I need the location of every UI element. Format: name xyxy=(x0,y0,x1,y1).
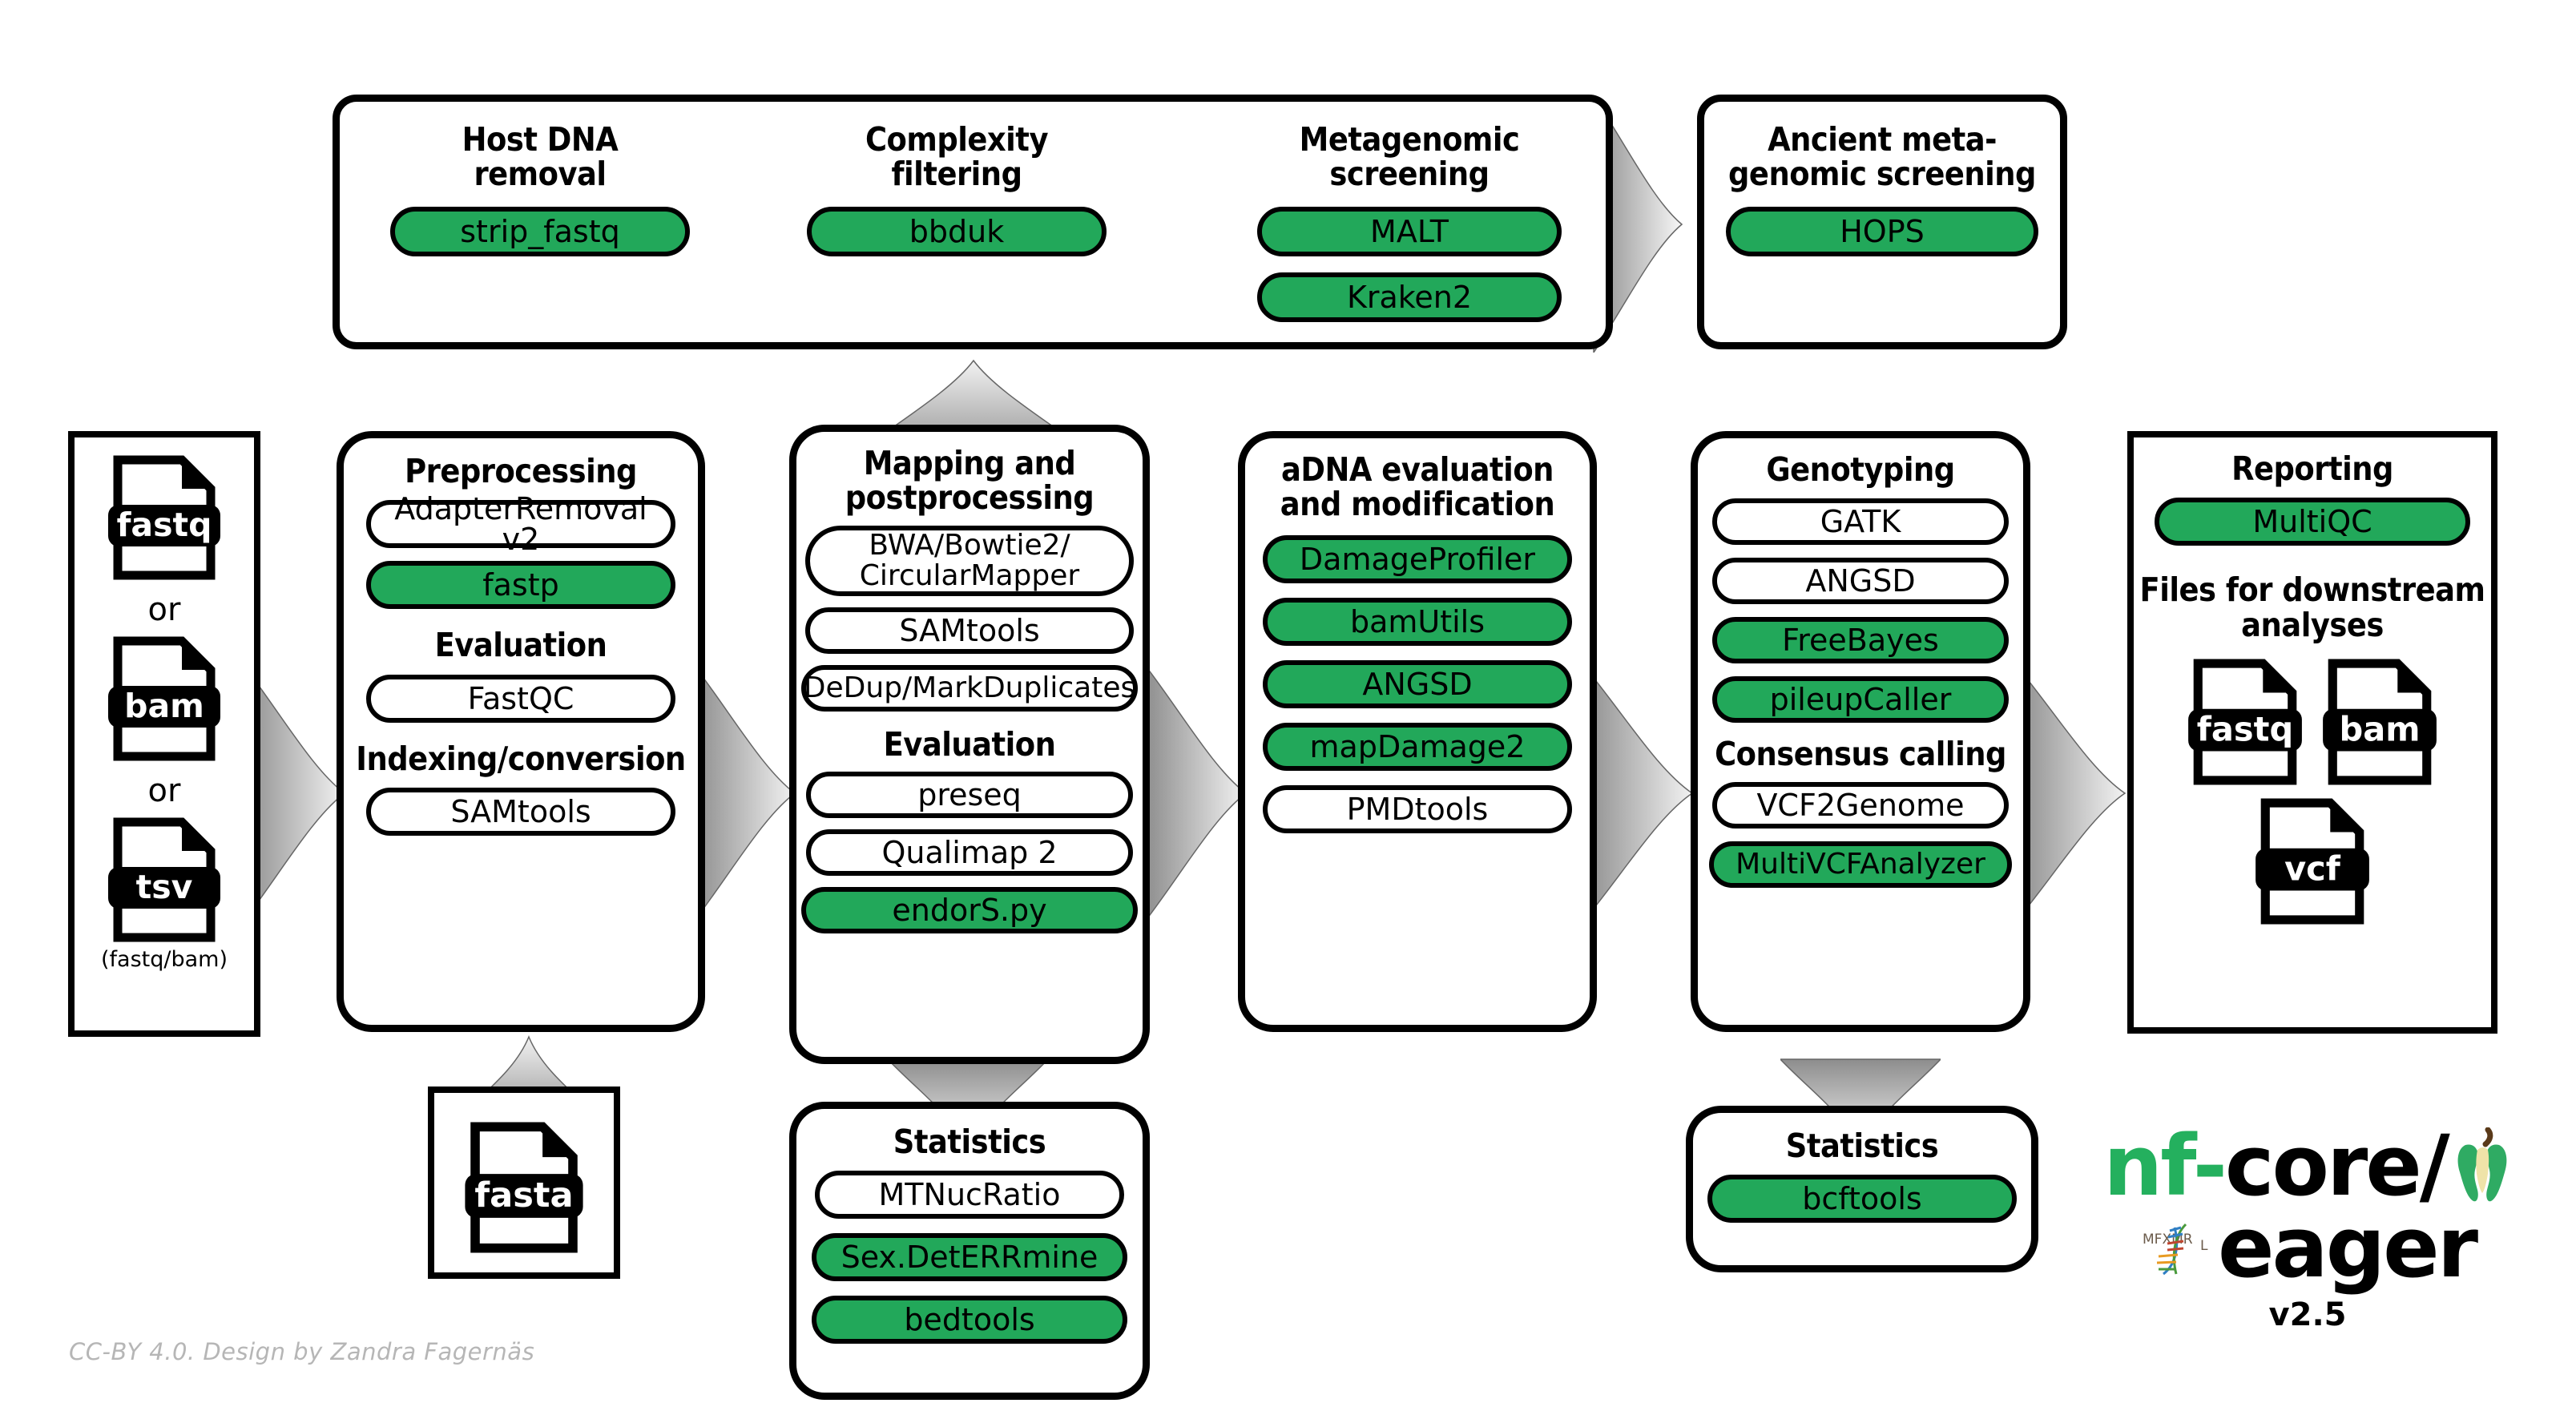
group-heading: Evaluation xyxy=(883,724,1056,764)
tool-pill[interactable]: ANGSD xyxy=(1712,558,2009,605)
svg-text:tsv: tsv xyxy=(136,868,193,906)
column-reporting: Reporting MultiQC Files for downstream a… xyxy=(2127,431,2497,1034)
logo-version: v2.5 xyxy=(2268,1296,2347,1333)
tool-pill[interactable]: SAMtools xyxy=(366,788,675,837)
credit-text: CC-BY 4.0. Design by Zandra Fagernäs xyxy=(69,1338,535,1365)
section-title: Metagenomic screening xyxy=(1299,120,1520,194)
tool-pill[interactable]: HOPS xyxy=(1726,206,2038,256)
logo-line-1: nf- core/ xyxy=(2099,1117,2516,1215)
section-title: Ancient meta- genomic screening xyxy=(1728,120,2036,194)
tool-pill[interactable]: ANGSD xyxy=(1263,659,1572,708)
tool-pill[interactable]: BWA/Bowtie2/ CircularMapper xyxy=(805,525,1134,596)
downstream-heading: Files for downstream analyses xyxy=(2139,570,2485,644)
file-icon-bam: bam xyxy=(108,636,220,761)
tool-pill[interactable]: Sex.DetERRmine xyxy=(812,1233,1127,1282)
arrow-genotyping-to-reporting xyxy=(2013,665,2133,921)
section-metagenomic-screening: Metagenomic screening MALT Kraken2 xyxy=(1241,120,1578,322)
svg-text:vcf: vcf xyxy=(2284,849,2341,889)
ancient-screening-box: Ancient meta- genomic screening HOPS xyxy=(1697,95,2067,349)
nf-core-eager-logo: nf- core/ MFXMR L xyxy=(2099,1117,2516,1362)
column-title: Mapping and postprocessing xyxy=(845,444,1094,518)
column-preprocessing: Preprocessing AdapterRemoval v2 fastp Ev… xyxy=(337,431,705,1032)
file-icon-fastq: fastq xyxy=(2188,659,2302,785)
group-heading: Evaluation xyxy=(434,626,607,665)
statistics-genotyping-box: Statistics bcftools xyxy=(1686,1106,2038,1272)
box-title: Statistics xyxy=(893,1123,1046,1161)
tool-pill[interactable]: strip_fastq xyxy=(390,206,690,256)
tool-pill[interactable]: MALT xyxy=(1257,206,1562,256)
tsv-note: (fastq/bam) xyxy=(101,947,228,972)
or-label: or xyxy=(147,772,181,809)
tool-pill[interactable]: VCF2Genome xyxy=(1712,781,2009,828)
tool-pill[interactable]: MultiVCFAnalyzer xyxy=(1709,841,2012,888)
tool-pill[interactable]: preseq xyxy=(806,772,1133,819)
statistics-mapping-box: Statistics MTNucRatio Sex.DetERRmine bed… xyxy=(789,1102,1150,1400)
tool-pill[interactable]: fastp xyxy=(366,561,675,610)
tool-pill[interactable]: Qualimap 2 xyxy=(806,829,1133,877)
tool-pill[interactable]: bbduk xyxy=(807,206,1107,256)
tool-pill[interactable]: AdapterRemoval v2 xyxy=(366,493,675,555)
apple-core-icon xyxy=(2453,1127,2512,1204)
section-title: Host DNA removal xyxy=(462,120,619,194)
svg-text:fastq: fastq xyxy=(2197,710,2293,749)
tool-pill[interactable]: bamUtils xyxy=(1263,597,1572,646)
tool-pill[interactable]: pileupCaller xyxy=(1712,676,2009,724)
tool-pill[interactable]: bedtools xyxy=(812,1296,1127,1345)
column-adna: aDNA evaluation and modification DamageP… xyxy=(1238,431,1597,1032)
svg-text:MFXMR: MFXMR xyxy=(2143,1232,2193,1248)
tool-pill[interactable]: mapDamage2 xyxy=(1263,722,1572,771)
column-title: aDNA evaluation and modification xyxy=(1280,450,1555,524)
tool-label-line2: CircularMapper xyxy=(859,558,1080,592)
svg-text:L: L xyxy=(2200,1238,2208,1254)
tool-pill[interactable]: Kraken2 xyxy=(1257,272,1562,322)
arrow-preprocessing-to-mapping xyxy=(691,665,803,921)
tool-pill[interactable]: bcftools xyxy=(1707,1175,2017,1224)
dna-helix-icon: MFXMR L xyxy=(2139,1216,2216,1279)
logo-nf-text: nf- xyxy=(2103,1117,2227,1215)
logo-line-2: MFXMR L eager xyxy=(2099,1199,2516,1296)
file-icon-vcf: vcf xyxy=(2256,798,2369,925)
column-title: Preprocessing xyxy=(405,452,637,490)
section-host-dna-removal: Host DNA removal strip_fastq xyxy=(372,120,708,256)
column-title: Genotyping xyxy=(1766,450,1955,489)
tool-pill[interactable]: PMDtools xyxy=(1263,784,1572,833)
box-title: Statistics xyxy=(1785,1127,1939,1165)
file-icon-bam: bam xyxy=(2323,659,2437,785)
column-title: Reporting xyxy=(2231,450,2393,488)
logo-eager-text: eager xyxy=(2218,1199,2478,1296)
tool-pill[interactable]: DamageProfiler xyxy=(1263,534,1572,583)
tool-pill[interactable]: MultiQC xyxy=(2155,498,2470,546)
file-icon-fastq: fastq xyxy=(108,455,220,580)
svg-text:bam: bam xyxy=(124,687,204,725)
svg-text:bam: bam xyxy=(2340,710,2421,749)
arrow-adna-to-genotyping xyxy=(1580,665,1700,921)
tool-pill[interactable]: DeDup/MarkDuplicates xyxy=(801,664,1138,712)
file-icon-fasta: fasta xyxy=(465,1122,583,1253)
input-files-box: fastq or bam or tsv xyxy=(68,431,260,1037)
section-complexity-filtering: Complexity filtering bbduk xyxy=(788,120,1125,256)
screening-group-box: Host DNA removal strip_fastq Complexity … xyxy=(333,95,1613,349)
tool-pill[interactable]: MTNucRatio xyxy=(815,1171,1124,1220)
group-heading: Consensus calling xyxy=(1715,735,2006,774)
reference-fasta-box: fasta xyxy=(428,1087,620,1279)
svg-text:fasta: fasta xyxy=(474,1175,573,1216)
file-icon-tsv: tsv xyxy=(108,817,220,942)
tool-pill[interactable]: SAMtools xyxy=(805,607,1134,654)
column-mapping: Mapping and postprocessing BWA/Bowtie2/ … xyxy=(789,425,1150,1064)
tool-label-line1: BWA/Bowtie2/ xyxy=(869,529,1070,562)
column-genotyping: Genotyping GATK ANGSD FreeBayes pileupCa… xyxy=(1691,431,2030,1032)
group-heading: Indexing/conversion xyxy=(356,739,686,778)
logo-core-text: core/ xyxy=(2224,1117,2450,1215)
tool-pill[interactable]: FreeBayes xyxy=(1712,617,2009,664)
or-label: or xyxy=(147,591,181,628)
svg-text:fastq: fastq xyxy=(117,506,212,544)
tool-pill[interactable]: GATK xyxy=(1712,498,2009,546)
section-title: Complexity filtering xyxy=(865,120,1049,194)
tool-pill[interactable]: FastQC xyxy=(366,674,675,723)
tool-pill[interactable]: endorS.py xyxy=(801,887,1138,934)
arrow-mapping-to-adna xyxy=(1142,665,1254,921)
